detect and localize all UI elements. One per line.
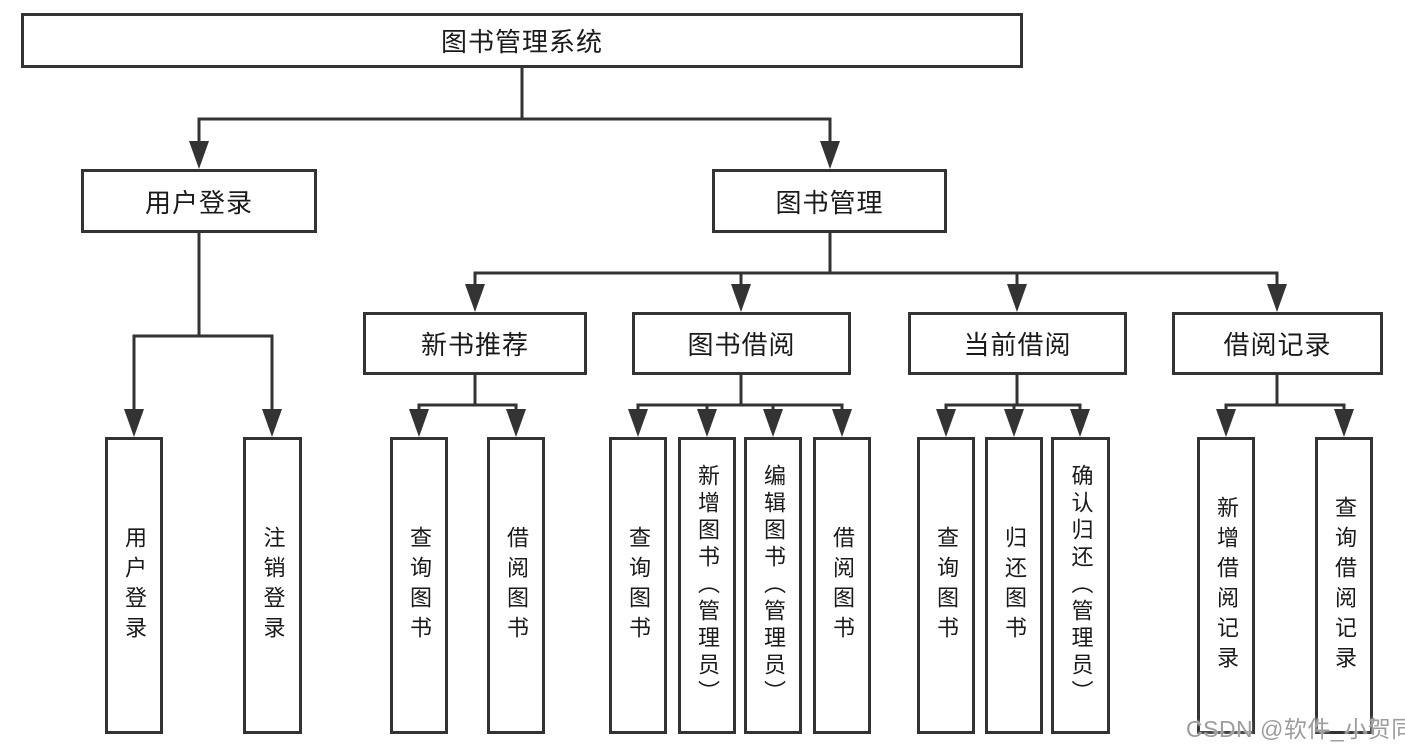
leaf-borrow-books: 借阅图书 [487,437,545,734]
connector-book-borrow-branch [636,373,844,416]
node-user-login: 用户登录 [81,169,317,233]
leaf-add-books-admin: 新增图书（管理员） [678,437,736,734]
node-borrow-records: 借阅记录 [1172,312,1383,375]
leaf-borrow-books: 借阅图书 [813,437,871,734]
leaf-user-login: 用户登录 [105,437,163,734]
leaf-edit-books-admin: 编辑图书（管理员） [744,437,802,734]
connector-new-book-rec-branch [417,373,518,416]
arrowheads [124,141,1354,437]
connector-root-branch [197,66,832,148]
node-new-book-recommend: 新书推荐 [363,312,587,375]
leaf-add-borrow-record: 新增借阅记录 [1197,437,1255,734]
node-book-borrow: 图书借阅 [632,312,851,375]
leaf-query-books: 查询图书 [609,437,667,734]
leaf-return-books: 归还图书 [985,437,1043,734]
node-root: 图书管理系统 [21,13,1023,68]
leaf-query-books: 查询图书 [390,437,448,734]
connector-user-login-branch [132,231,274,416]
node-book-management: 图书管理 [712,169,947,233]
connector-book-management-branch [473,231,1279,291]
leaf-query-books: 查询图书 [917,437,975,734]
node-current-borrow: 当前借阅 [908,312,1127,375]
leaf-logout: 注销登录 [243,437,302,734]
connector-borrow-records-branch [1224,373,1346,416]
csdn-watermark: CSDN @软件_小贺同学 [1186,716,1405,742]
leaf-confirm-return-admin: 确认归还（管理员） [1051,437,1110,734]
leaf-query-borrow-record: 查询借阅记录 [1315,437,1373,734]
connector-current-borrow-branch [944,373,1082,416]
